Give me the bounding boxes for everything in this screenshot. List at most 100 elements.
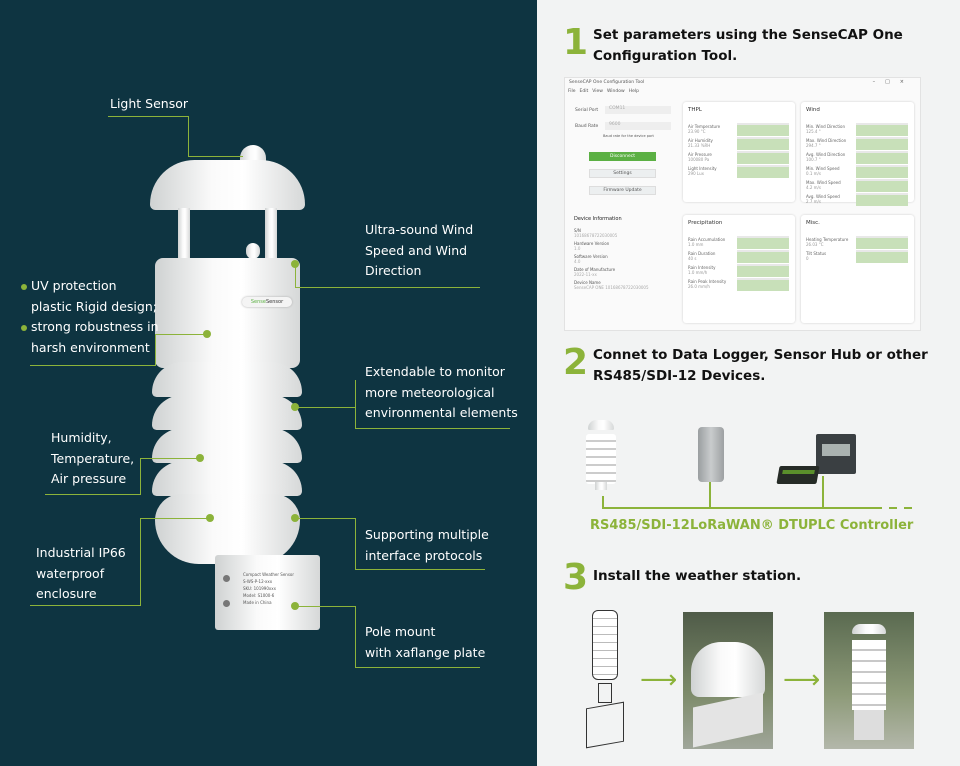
window-title: SenseCAP One Configuration Tool (569, 80, 645, 85)
lorawan-dtu-label: LoRaWAN® DTU (690, 518, 809, 533)
trend-sparkline (856, 123, 908, 136)
row-key: Rain Intensity (688, 265, 716, 270)
row-key: Heating Temperature (806, 237, 849, 242)
row-value: 100080 Pa (688, 157, 710, 162)
label-line: with xaflange plate (365, 644, 486, 660)
card-title: Misc. (806, 220, 820, 226)
menu-edit[interactable]: Edit (579, 89, 589, 94)
settings-button[interactable]: Settings (589, 169, 656, 178)
label-supporting: Supporting multiple interface protocols (365, 525, 489, 566)
row-key: Min. Wind Direction (806, 124, 846, 129)
trend-sparkline (737, 250, 789, 263)
info-key: Date of Manufacture (574, 267, 616, 272)
trend-sparkline (737, 123, 789, 136)
label-ultrasound-wind: Ultra-sound Wind Speed and Wind Directio… (365, 220, 473, 282)
trend-sparkline (856, 179, 908, 192)
plc-controller-image (816, 434, 856, 474)
menu-file[interactable]: File (568, 89, 576, 94)
info-value: 1.0 (574, 246, 581, 251)
mount-box: Compact Weather Sensor S-WS-P-12-xxx SKU… (215, 555, 320, 630)
baud-rate-select[interactable]: 9600 (605, 122, 671, 130)
baud-rate-label: Baud Rate (575, 124, 599, 129)
row-key: Air Temperature (688, 124, 721, 129)
step-line: Configuration Tool. (593, 48, 738, 64)
device-label-line: Model: S1000-6 (243, 593, 275, 598)
trend-sparkline (856, 250, 908, 263)
menu-window[interactable]: Window (606, 89, 625, 94)
row-key: Rain Peak Intensity (688, 279, 727, 284)
menu-help[interactable]: Help (628, 89, 639, 94)
device-label-line: Made in China (243, 600, 272, 605)
device-label-line: S-WS-P-12-xxx (243, 579, 273, 584)
window-controls: –□× (872, 79, 914, 85)
label-line: strong robustness in (31, 319, 159, 334)
row-key: Rain Duration (688, 251, 716, 256)
trend-sparkline (856, 151, 908, 164)
label-industrial: Industrial IP66 waterproof enclosure (36, 543, 126, 605)
trend-sparkline (737, 264, 789, 277)
step-number: 2 (563, 342, 589, 383)
row-value: 21.33 %RH (688, 143, 711, 148)
label-line: Pole mount (365, 624, 436, 639)
menu-view[interactable]: View (592, 89, 603, 94)
trend-sparkline (737, 278, 789, 291)
label-line: Extendable to monitor (365, 364, 505, 379)
label-light-sensor: Light Sensor (110, 96, 189, 111)
device-label-line: SKU: 101990xxx (243, 586, 276, 591)
row-value: 40 s (688, 256, 697, 261)
step-text: Install the weather station. (593, 566, 801, 587)
row-value: 290 Lux (688, 171, 704, 176)
serial-port-select[interactable]: COM11 (605, 106, 671, 114)
info-value: 2022-11-xx (574, 272, 597, 277)
serial-port-label: Serial Port (575, 108, 599, 113)
info-value: SenseCAP ONE 10168678722030005 (574, 285, 649, 290)
info-key: S/N (574, 228, 581, 233)
arrow-right-icon: ⟶ (783, 665, 821, 695)
trend-sparkline (856, 193, 908, 206)
step-number: 3 (563, 557, 589, 598)
row-value: 294.7 ° (806, 143, 821, 148)
config-tool-screenshot: SenseCAP One Configuration Tool –□× File… (564, 77, 921, 331)
row-key: Air Humidity (688, 138, 713, 143)
label-line: Ultra-sound Wind (365, 222, 474, 237)
firmware-update-button[interactable]: Firmware Update (589, 186, 656, 195)
row-key: Min. Wind Speed (806, 166, 840, 171)
label-line: more meteorological (365, 384, 495, 400)
info-value: 4.0 (574, 259, 581, 264)
step-line: Install the weather station. (593, 568, 802, 584)
device-info-title: Device Information (574, 216, 622, 222)
info-key: Software Version (574, 254, 608, 259)
trend-sparkline (737, 137, 789, 150)
card-title: THPL (688, 107, 702, 113)
arrow-right-icon: ⟶ (640, 665, 678, 695)
row-key: Max. Wind Direction (806, 138, 847, 143)
step-number: 1 (563, 22, 589, 63)
card-title: Precipitation (688, 220, 723, 226)
trend-sparkline (737, 236, 789, 249)
row-key: Avg. Wind Speed (806, 194, 840, 199)
trend-sparkline (856, 165, 908, 178)
row-value: 0 (806, 256, 809, 261)
device-label-line: Compact Weather Sensor (243, 572, 294, 577)
product-panel: SenseSensor Compact Weather Sensor S-WS-… (0, 0, 537, 766)
installation-photo-1 (683, 612, 773, 749)
installation-photo-2 (824, 612, 914, 749)
row-value: 26.03 °C (806, 242, 824, 247)
row-key: Air Pressure (688, 152, 712, 157)
disconnect-button[interactable]: Disconnect (589, 152, 656, 161)
label-line: Speed and Wind (365, 242, 468, 258)
info-key: Device Name (574, 280, 601, 285)
row-key: Avg. Wind Direction (806, 152, 846, 157)
label-line: Industrial IP66 (36, 545, 126, 560)
weather-sensor-image: SenseSensor Compact Weather Sensor S-WS-… (150, 145, 320, 630)
